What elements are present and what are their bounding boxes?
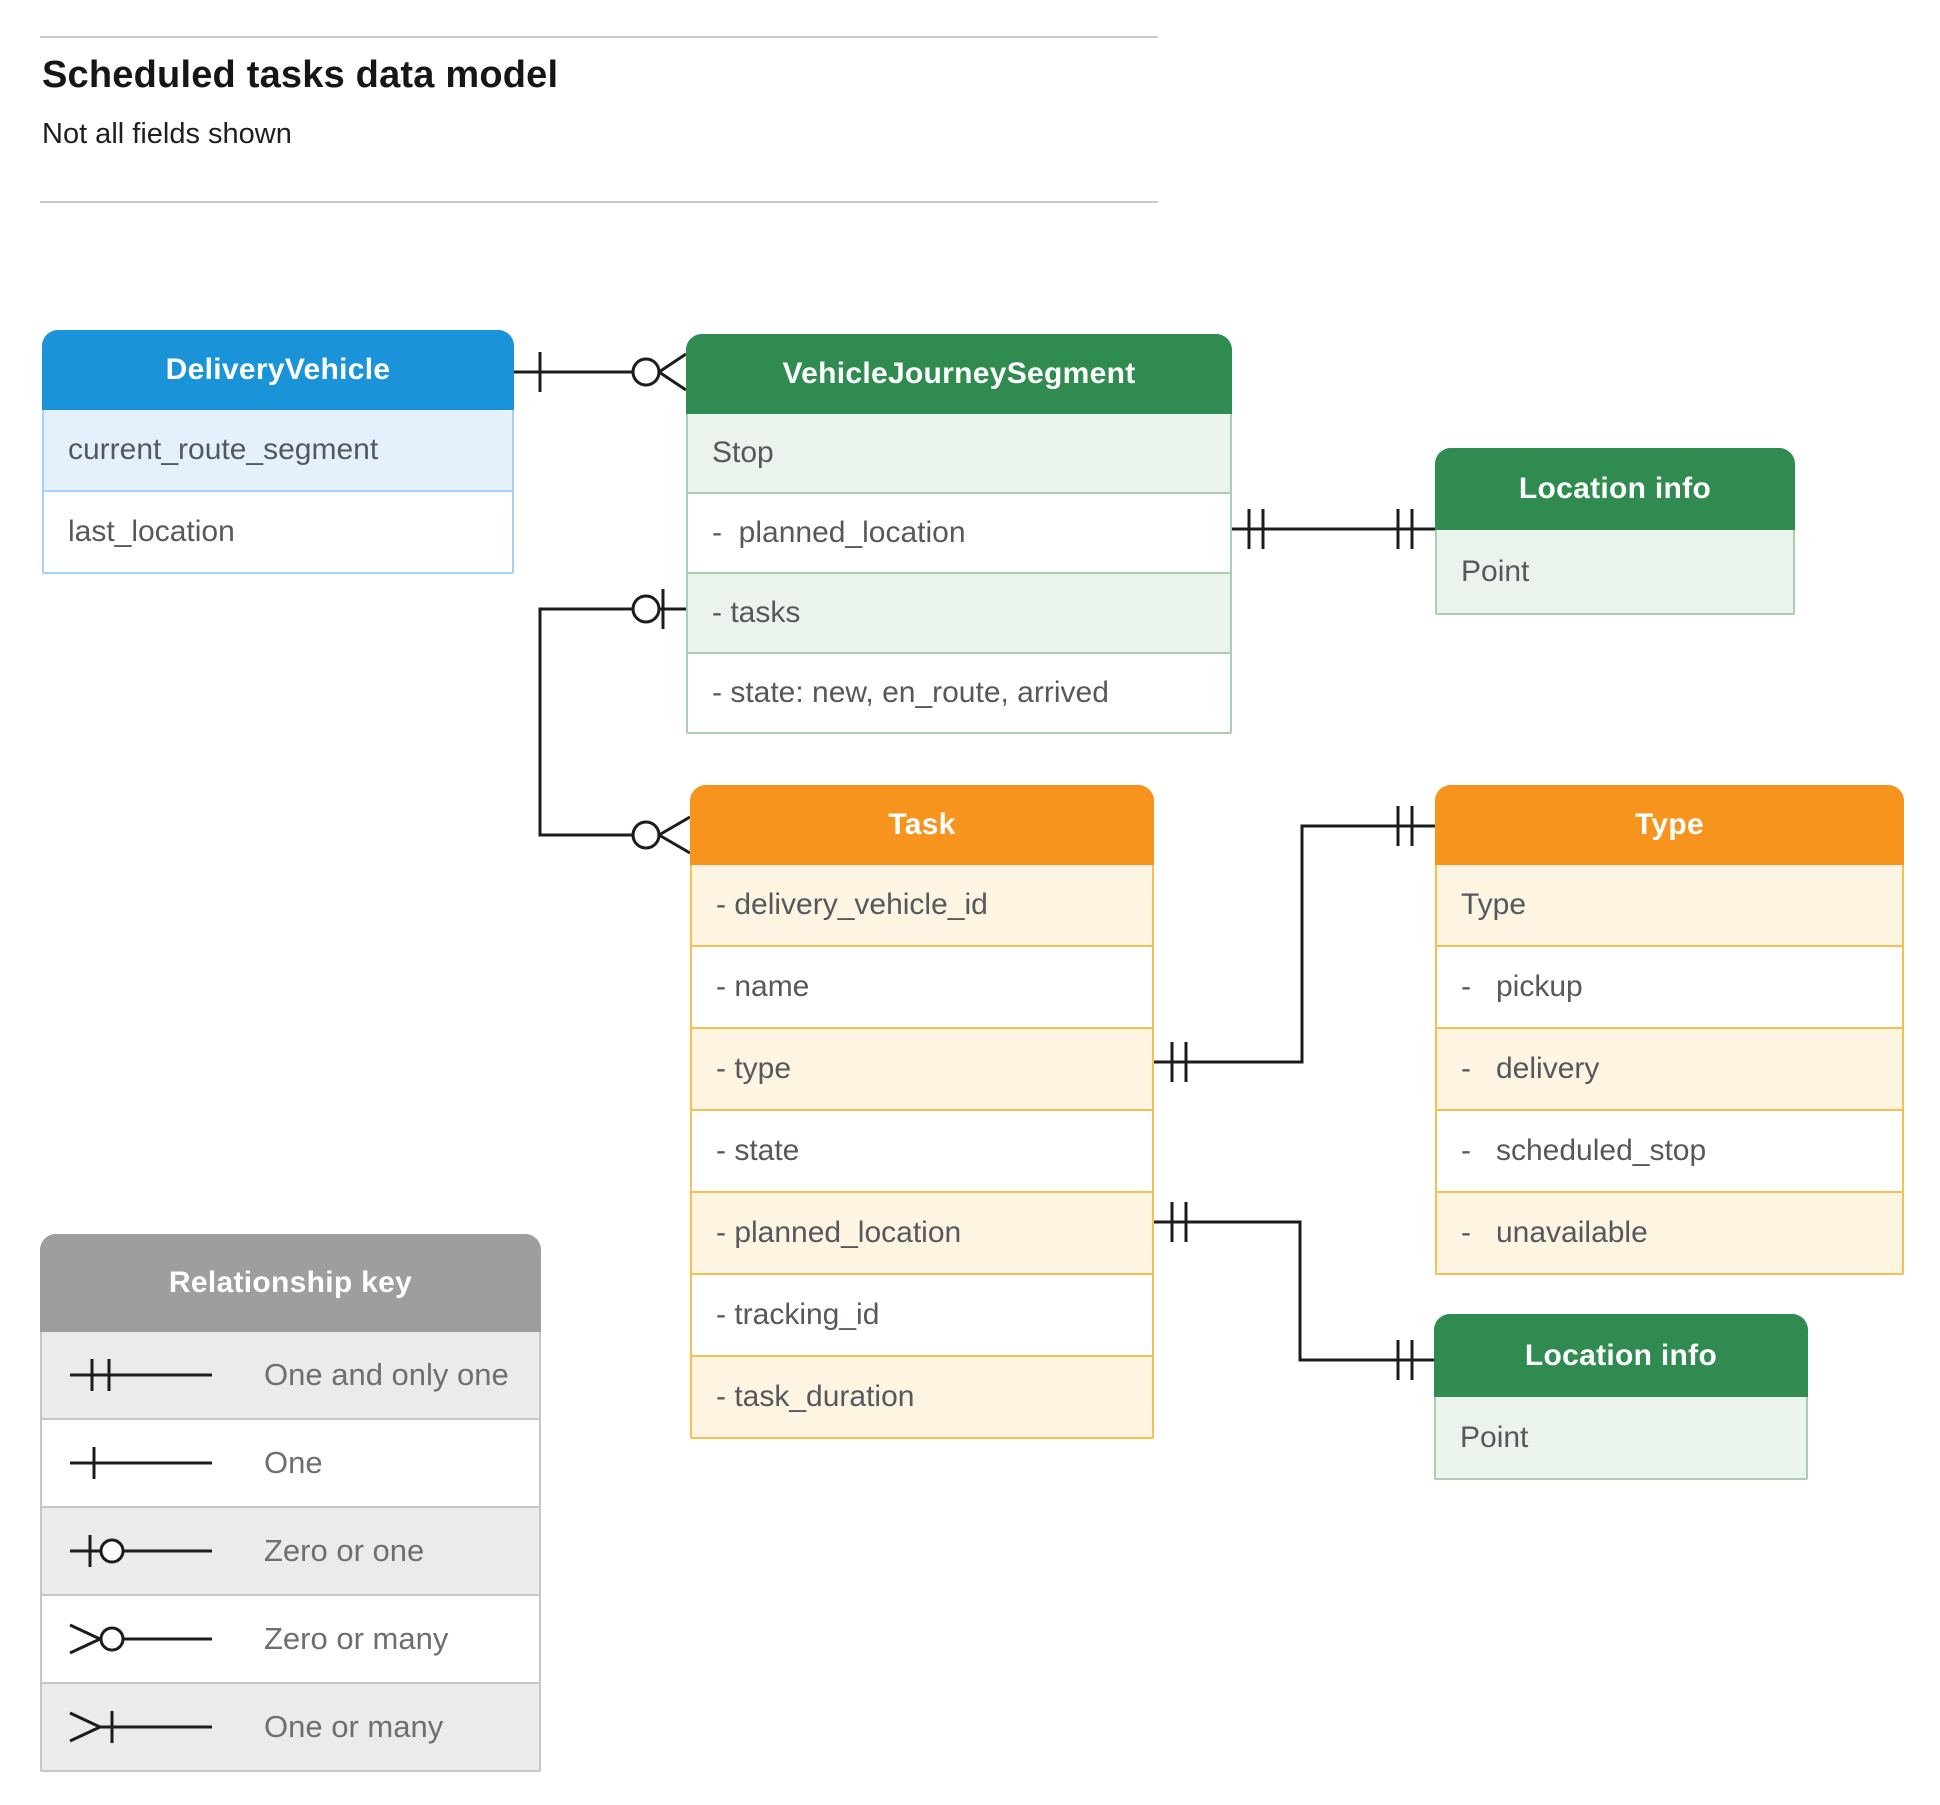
entity-field-row: - type	[692, 1027, 1152, 1109]
entity-location-info-top: Location info Point	[1435, 448, 1795, 615]
legend-row: Zero or one	[42, 1506, 539, 1594]
legend-row: Zero or many	[42, 1594, 539, 1682]
entity-field-row: - delivery_vehicle_id	[692, 865, 1152, 945]
entity-title: Location info	[1434, 1314, 1808, 1397]
crow-foot-icon	[658, 815, 691, 855]
entity-title: Location info	[1435, 448, 1795, 530]
legend-row: One and only one	[42, 1332, 539, 1418]
entity-field-row: current_route_segment	[44, 410, 512, 490]
entity-field-row: Type	[1437, 865, 1902, 945]
legend-row: One	[42, 1418, 539, 1506]
page-title: Scheduled tasks data model	[42, 54, 559, 96]
page-subtitle: Not all fields shown	[42, 118, 292, 150]
zero-or-one-icon	[70, 1535, 212, 1567]
one-icon	[70, 1447, 212, 1479]
entity-field-row: - scheduled_stop	[1437, 1109, 1902, 1191]
connector-vehiclejourneysegment-task	[538, 589, 691, 855]
entity-field-row: - tasks	[688, 572, 1230, 652]
one-and-only-one-icon	[70, 1359, 212, 1391]
legend-label: One or many	[264, 1709, 444, 1744]
entity-title: VehicleJourneySegment	[686, 334, 1232, 414]
legend-label: One and only one	[264, 1357, 509, 1392]
connector-task-type	[1150, 806, 1435, 1082]
entity-type: Type Type - pickup - delivery - schedule…	[1435, 785, 1904, 1275]
relationship-key: Relationship key One and only one One Ze	[40, 1234, 541, 1772]
entity-title: Task	[690, 785, 1154, 865]
zero-circle-icon	[631, 357, 661, 387]
legend-label: One	[264, 1445, 323, 1480]
connector-task-locationinfo	[1150, 1202, 1434, 1380]
entity-field-row: - planned_location	[688, 492, 1230, 572]
entity-field-row: - delivery	[1437, 1027, 1902, 1109]
entity-field-row: - planned_location	[692, 1191, 1152, 1273]
legend-label: Zero or one	[264, 1533, 425, 1568]
entity-title: DeliveryVehicle	[42, 330, 514, 410]
zero-circle-icon	[631, 594, 661, 624]
entity-field-row: last_location	[44, 490, 512, 572]
entity-field-row: - state	[692, 1109, 1152, 1191]
entity-field-row: - pickup	[1437, 945, 1902, 1027]
zero-or-many-icon	[69, 1623, 212, 1655]
connector-vehiclejourneysegment-locationinfo	[1228, 509, 1435, 549]
zero-circle-icon	[631, 820, 661, 850]
entity-field-row: - tracking_id	[692, 1273, 1152, 1355]
entity-field-row: Point	[1437, 530, 1793, 613]
entity-field-row: - state: new, en_route, arrived	[688, 652, 1230, 732]
entity-field-row: - task_duration	[692, 1355, 1152, 1437]
top-divider	[40, 36, 1158, 38]
legend-row: One or many	[42, 1682, 539, 1770]
entity-field-row: Stop	[688, 414, 1230, 492]
entity-title: Type	[1435, 785, 1904, 865]
crow-foot-icon	[658, 352, 687, 392]
connector-deliveryvehicle-vehiclejourneysegment	[510, 352, 687, 392]
one-or-many-icon	[69, 1711, 212, 1743]
legend-label: Zero or many	[264, 1621, 449, 1656]
entity-location-info-bottom: Location info Point	[1434, 1314, 1808, 1480]
legend-title: Relationship key	[40, 1234, 541, 1332]
entity-delivery-vehicle: DeliveryVehicle current_route_segment la…	[42, 330, 514, 574]
entity-vehicle-journey-segment: VehicleJourneySegment Stop - planned_loc…	[686, 334, 1232, 734]
entity-field-row: - unavailable	[1437, 1191, 1902, 1273]
header-divider	[40, 201, 1158, 203]
entity-field-row: - name	[692, 945, 1152, 1027]
entity-field-row: Point	[1436, 1397, 1806, 1478]
entity-task: Task - delivery_vehicle_id - name - type…	[690, 785, 1154, 1439]
